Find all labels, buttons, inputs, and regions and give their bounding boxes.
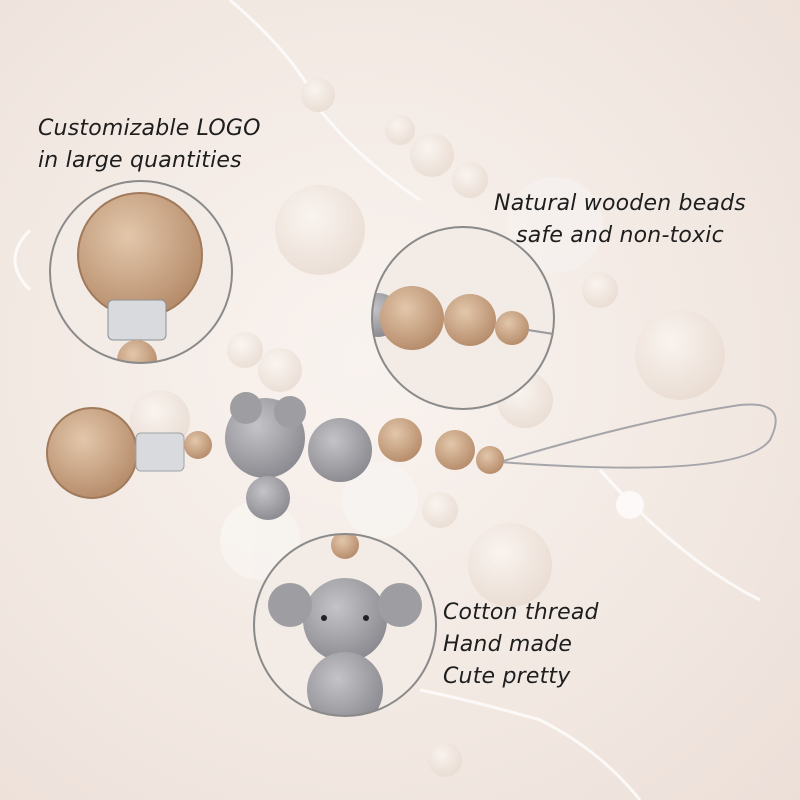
main-pacifier-clip xyxy=(46,392,777,520)
caption-line: Cute pretty xyxy=(443,664,571,689)
caption-line: Cotton thread xyxy=(443,600,599,625)
logo-clip-detail-circle xyxy=(49,180,233,364)
caption-cotton-thread: Cotton thread Hand made Cute pretty xyxy=(443,597,599,693)
elephant-detail-circle xyxy=(253,533,437,717)
caption-line: Customizable LOGO xyxy=(38,116,261,141)
wooden-beads-detail-circle xyxy=(371,226,555,410)
background-pacifier-clips xyxy=(13,0,761,800)
caption-line: in large quantities xyxy=(38,148,242,173)
caption-customizable-logo: Customizable LOGO in large quantities xyxy=(38,113,261,177)
caption-line: Natural wooden beads xyxy=(494,191,746,216)
caption-line: Hand made xyxy=(443,632,573,657)
caption-line: safe and non-toxic xyxy=(516,223,724,248)
caption-natural-wooden-beads: Natural wooden beads safe and non-toxic xyxy=(470,188,770,252)
